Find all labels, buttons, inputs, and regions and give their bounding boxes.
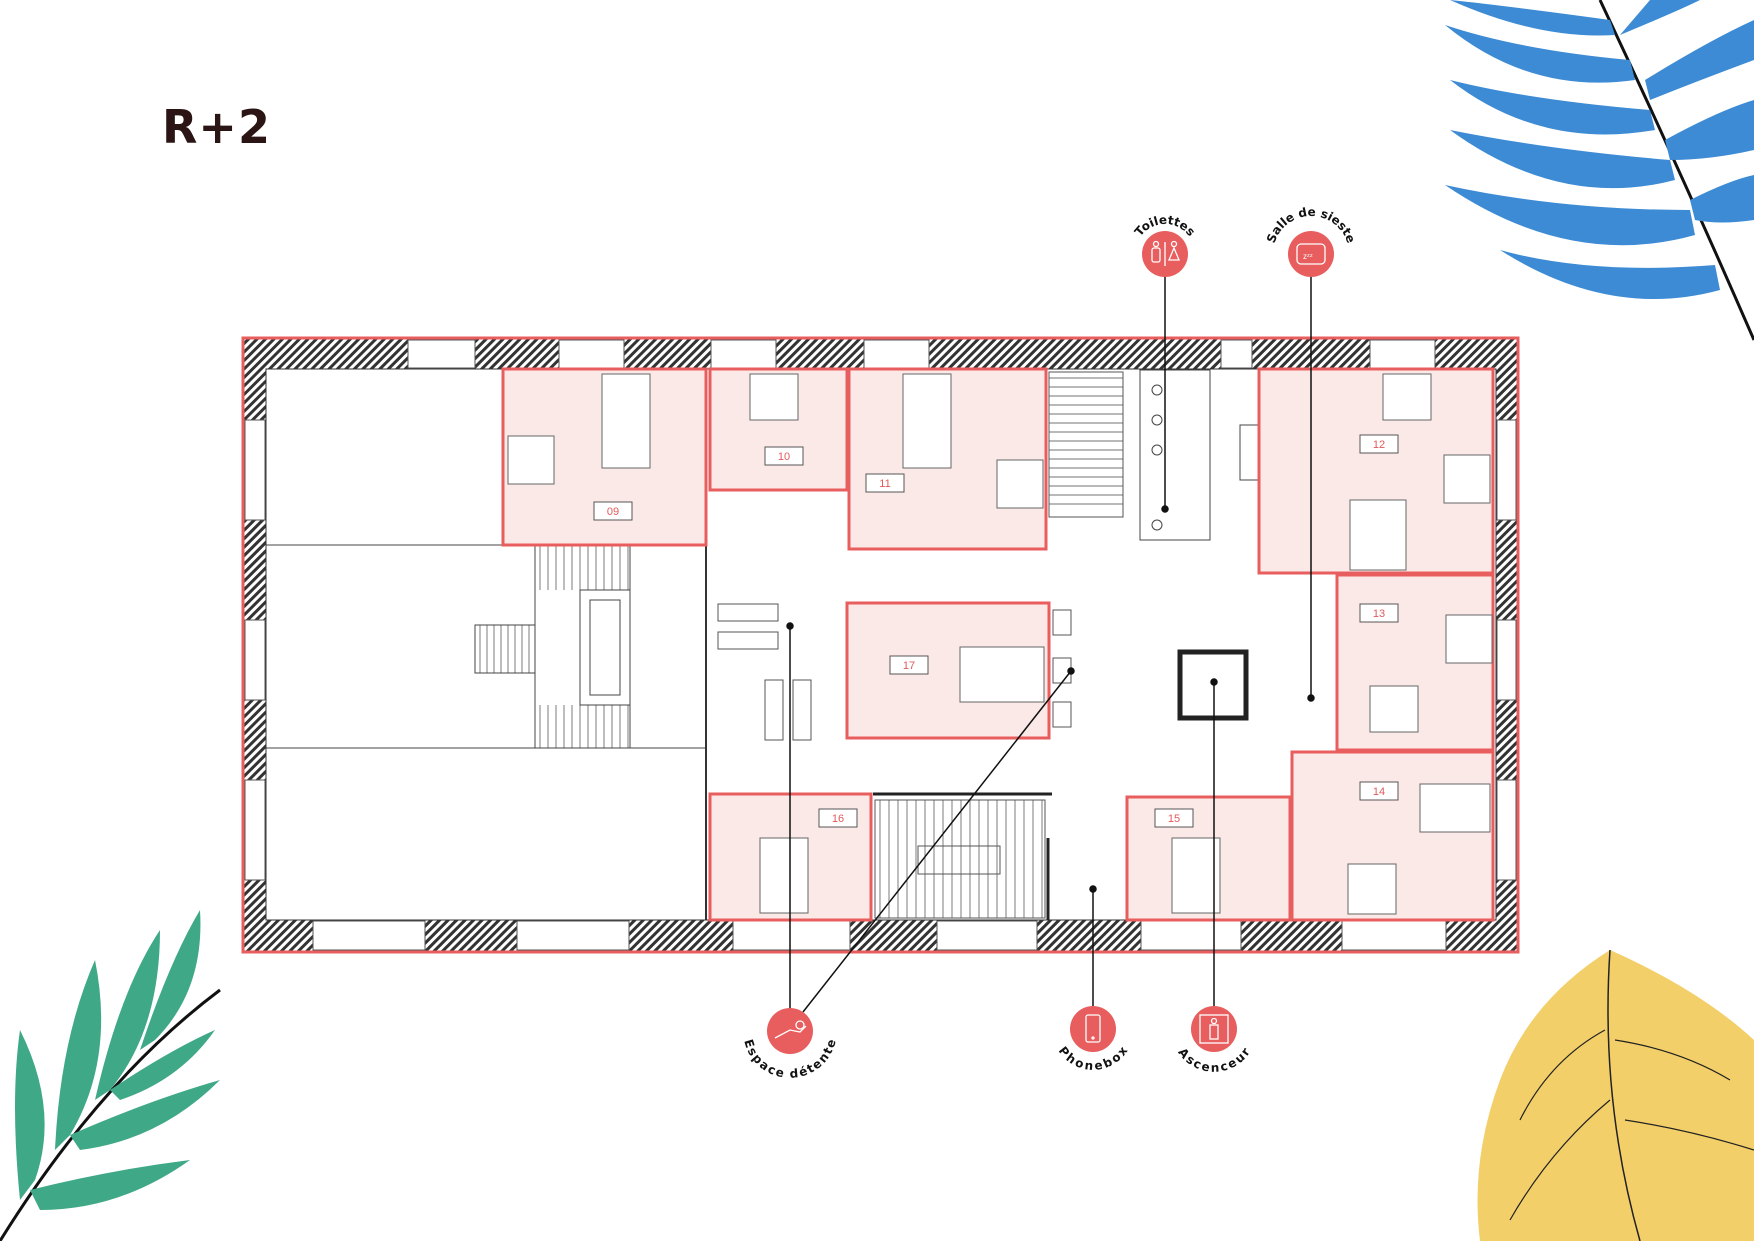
room-10[interactable]: 10 <box>708 367 849 492</box>
marker-salle-de-sieste[interactable]: zᶻᶻ Salle de sieste <box>1264 205 1358 277</box>
room-12[interactable]: 12 <box>1257 367 1495 575</box>
desk <box>1445 614 1493 664</box>
yellow-leaf-decoration <box>1477 949 1754 1241</box>
desk <box>996 459 1044 509</box>
elevator-icon <box>1199 1014 1229 1044</box>
room-number: 11 <box>879 478 890 490</box>
main-staircase <box>474 544 631 749</box>
room-number: 14 <box>1373 786 1385 798</box>
room-number-box <box>593 501 633 521</box>
desk <box>1382 373 1432 421</box>
marker-ascenceur[interactable]: Ascenceur <box>1175 1006 1253 1075</box>
desk <box>1347 863 1397 915</box>
room-number-box <box>865 473 905 493</box>
desk <box>507 435 555 485</box>
room-number: 17 <box>903 660 915 672</box>
svg-text:zᶻᶻ: zᶻᶻ <box>1303 252 1313 261</box>
room-number: 16 <box>832 813 844 825</box>
room-number: 15 <box>1168 813 1180 825</box>
marker-leader-lines <box>786 276 1315 1013</box>
room-09[interactable]: 09 <box>501 367 708 547</box>
room-13[interactable]: 13 <box>1335 573 1495 752</box>
room-number-box <box>1359 781 1399 801</box>
room-number-box <box>1359 434 1399 454</box>
blue-leaf-decoration <box>1445 0 1754 341</box>
lounge-chair-icon <box>774 1020 807 1039</box>
toilets-icon <box>1151 240 1180 266</box>
room-area <box>845 601 1051 740</box>
marker-toilettes[interactable]: Toilettes <box>1132 213 1198 277</box>
desk <box>902 373 952 469</box>
marker-phonebox[interactable]: Phonebox <box>1056 1006 1131 1073</box>
room-number-box <box>1154 808 1194 828</box>
desk <box>959 646 1045 703</box>
desk <box>1171 837 1221 914</box>
office-rooms: 09 10 11 12 13 14 15 16 17 <box>501 367 1495 922</box>
room-number-box <box>1359 603 1399 623</box>
room-number-box <box>889 655 929 675</box>
room-number: 10 <box>778 451 790 463</box>
room-number-box <box>764 446 804 466</box>
windows <box>244 339 1517 951</box>
room-15[interactable]: 15 <box>1125 795 1292 922</box>
lounge-furniture <box>717 603 1072 741</box>
room-number: 09 <box>607 506 619 518</box>
pillow-icon: zᶻᶻ <box>1296 243 1326 265</box>
room-number: 13 <box>1373 608 1385 620</box>
desk <box>1369 685 1419 733</box>
marker-espace-detente[interactable]: Espace détente <box>741 1008 839 1081</box>
room-number: 12 <box>1373 439 1385 451</box>
service-stairs <box>874 371 1124 919</box>
floor-title: R+2 <box>162 100 271 154</box>
phone-icon <box>1085 1014 1101 1043</box>
room-14[interactable]: 14 <box>1290 750 1495 922</box>
desk <box>1419 783 1491 833</box>
room-11[interactable]: 11 <box>847 367 1048 551</box>
green-leaf-decoration <box>0 910 221 1241</box>
desk <box>1349 499 1407 571</box>
desk <box>1443 454 1491 504</box>
desk <box>601 373 651 469</box>
room-17[interactable]: 17 <box>845 601 1051 740</box>
desk <box>749 373 799 421</box>
desk <box>759 837 809 914</box>
room-number-box <box>818 808 858 828</box>
